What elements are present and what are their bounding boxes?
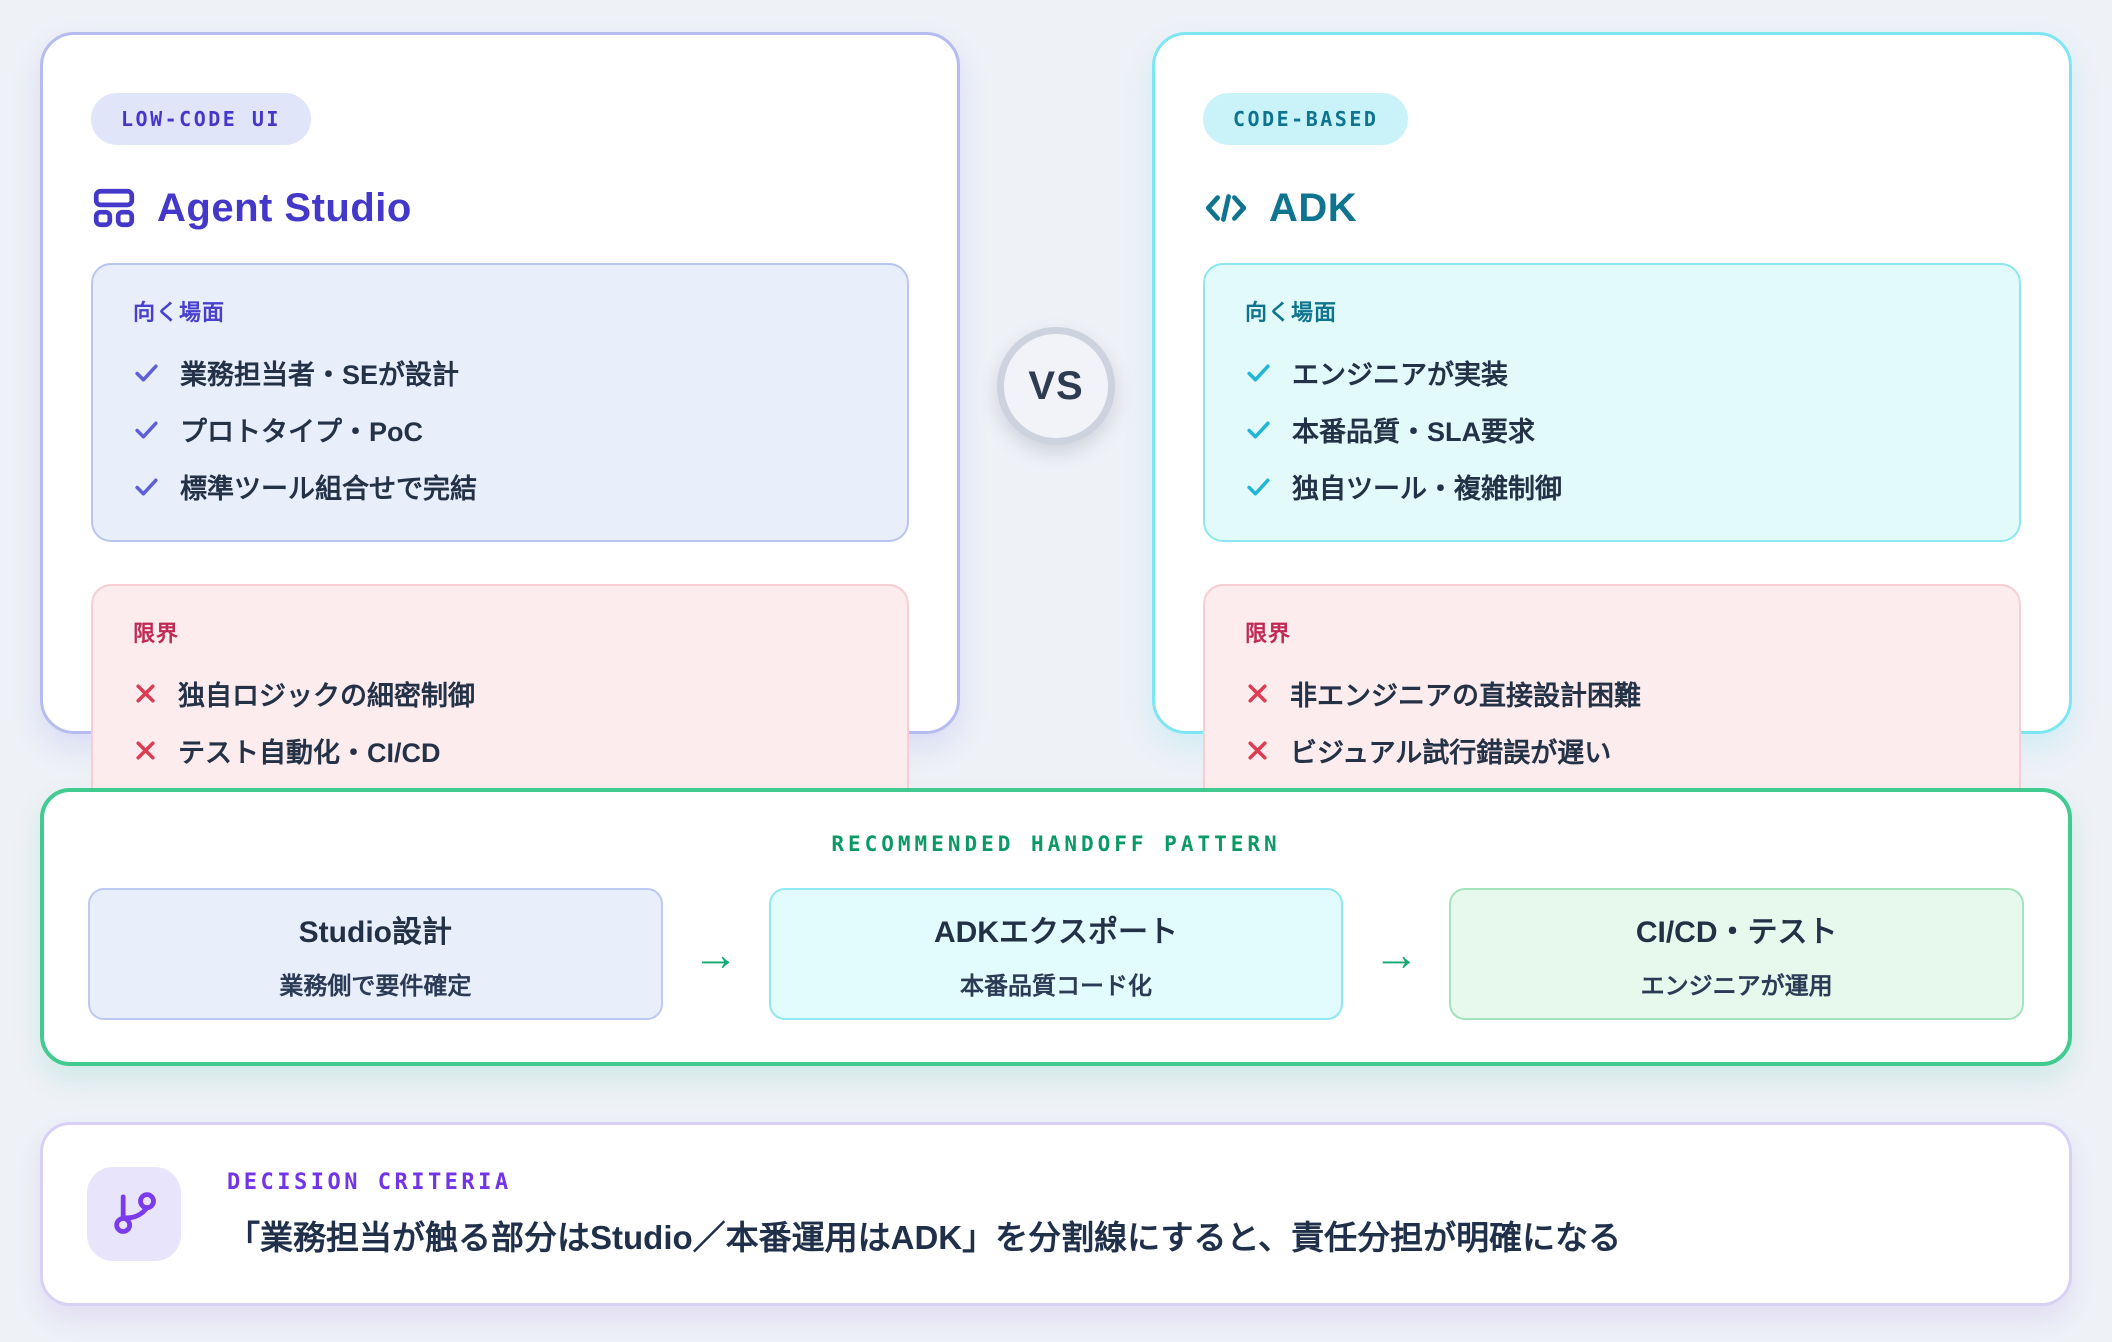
handoff-heading: RECOMMENDED HANDOFF PATTERN xyxy=(831,832,1281,856)
x-icon xyxy=(133,681,158,706)
agent-studio-title-row: Agent Studio xyxy=(91,185,909,231)
list-item-label: 業務担当者・SEが設計 xyxy=(180,360,460,390)
step-subtitle: 本番品質コード化 xyxy=(960,973,1152,1000)
list-item-label: 非エンジニアの直接設計困難 xyxy=(1290,681,1641,711)
handoff-step-studio: Studio設計 業務側で要件確定 xyxy=(88,888,663,1020)
list-item-label: 独自ツール・複雑制御 xyxy=(1292,474,1562,504)
code-based-badge: CODE-BASED xyxy=(1203,93,1409,145)
list-item-label: 標準ツール組合せで完結 xyxy=(180,474,477,504)
list-item: ビジュアル試行錯誤が遅い xyxy=(1245,731,1979,770)
handoff-step-cicd: CI/CD・テスト エンジニアが運用 xyxy=(1449,888,2025,1020)
git-branch-icon xyxy=(108,1186,160,1243)
check-icon xyxy=(133,473,160,500)
adk-fit-panel: 向く場面 エンジニアが実装 本番品質・SLA要求 xyxy=(1203,263,2021,542)
list-item-label: 本番品質・SLA要求 xyxy=(1292,417,1535,447)
layout-icon xyxy=(91,185,137,231)
handoff-steps-row: Studio設計 業務側で要件確定 → ADKエクスポート 本番品質コード化 →… xyxy=(88,888,2025,1020)
fit-list: エンジニアが実装 本番品質・SLA要求 独自ツール・複雑制御 xyxy=(1245,353,1979,506)
adk-card: CODE-BASED ADK 向く場面 エンジニアが実装 xyxy=(1152,32,2072,806)
agent-studio-card: LOW-CODE UI Agent Studio 向く場面 業務担当者・SEが設… xyxy=(40,32,960,806)
check-icon xyxy=(1245,416,1272,443)
step-subtitle: 業務側で要件確定 xyxy=(279,973,472,1000)
decision-criteria-bar: DECISION CRITERIA 「業務担当が触る部分はStudio／本番運用… xyxy=(40,1122,2072,1306)
check-icon xyxy=(1245,359,1272,386)
check-icon xyxy=(1245,473,1272,500)
list-item-label: プロトタイプ・PoC xyxy=(180,417,423,447)
limits-panel-heading: 限界 xyxy=(1245,621,1292,646)
agent-studio-title: Agent Studio xyxy=(157,185,412,230)
list-item-label: 独自ロジックの細密制御 xyxy=(178,681,475,711)
check-icon xyxy=(133,416,160,443)
list-item: 業務担当者・SEが設計 xyxy=(133,353,867,392)
limits-panel-heading: 限界 xyxy=(133,621,180,646)
list-item: テスト自動化・CI/CD xyxy=(133,731,867,770)
list-item: 標準ツール組合せで完結 xyxy=(133,467,867,506)
fit-panel-heading: 向く場面 xyxy=(1245,300,1338,325)
list-item: 独自ツール・複雑制御 xyxy=(1245,467,1979,506)
adk-title-row: ADK xyxy=(1203,185,2021,231)
x-icon xyxy=(1245,738,1270,763)
vs-badge: VS xyxy=(997,327,1115,445)
check-icon xyxy=(133,359,160,386)
step-title: Studio設計 xyxy=(298,916,452,949)
decision-text-block: DECISION CRITERIA 「業務担当が触る部分はStudio／本番運用… xyxy=(227,1170,1621,1259)
low-code-ui-badge: LOW-CODE UI xyxy=(91,93,311,145)
code-icon xyxy=(1203,185,1249,231)
list-item-label: ビジュアル試行錯誤が遅い xyxy=(1290,738,1612,768)
step-subtitle: エンジニアが運用 xyxy=(1640,973,1833,1000)
step-title: ADKエクスポート xyxy=(933,916,1179,949)
decision-icon-box xyxy=(87,1167,181,1261)
list-item: 本番品質・SLA要求 xyxy=(1245,410,1979,449)
step-title: CI/CD・テスト xyxy=(1635,916,1838,949)
adk-limits-panel: 限界 非エンジニアの直接設計困難 ビジュアル試行錯誤が遅い xyxy=(1203,584,2021,806)
arrow-right-icon: → xyxy=(1373,928,1420,980)
handoff-pattern-section: RECOMMENDED HANDOFF PATTERN Studio設計 業務側… xyxy=(40,788,2072,1066)
fit-list: 業務担当者・SEが設計 プロトタイプ・PoC 標準ツール組合せで完結 xyxy=(133,353,867,506)
x-icon xyxy=(133,738,158,763)
fit-panel-heading: 向く場面 xyxy=(133,300,226,325)
decision-criteria-label: DECISION CRITERIA xyxy=(227,1169,512,1195)
handoff-step-adk-export: ADKエクスポート 本番品質コード化 xyxy=(768,888,1344,1020)
list-item: エンジニアが実装 xyxy=(1245,353,1979,392)
list-item: 非エンジニアの直接設計困難 xyxy=(1245,674,1979,713)
adk-title: ADK xyxy=(1269,185,1358,230)
list-item-label: エンジニアが実装 xyxy=(1292,360,1508,390)
limits-list: 非エンジニアの直接設計困難 ビジュアル試行錯誤が遅い xyxy=(1245,674,1979,770)
x-icon xyxy=(1245,681,1270,706)
list-item-label: テスト自動化・CI/CD xyxy=(178,738,441,768)
agent-studio-limits-panel: 限界 独自ロジックの細密制御 テスト自動化・CI/CD xyxy=(91,584,909,806)
list-item: プロトタイプ・PoC xyxy=(133,410,867,449)
arrow-right-icon: → xyxy=(692,928,739,980)
agent-studio-fit-panel: 向く場面 業務担当者・SEが設計 プロトタイプ・PoC xyxy=(91,263,909,542)
limits-list: 独自ロジックの細密制御 テスト自動化・CI/CD xyxy=(133,674,867,770)
decision-criteria-text: 「業務担当が触る部分はStudio／本番運用はADK」を分割線にすると、責任分担… xyxy=(227,1218,1622,1256)
list-item: 独自ロジックの細密制御 xyxy=(133,674,867,713)
